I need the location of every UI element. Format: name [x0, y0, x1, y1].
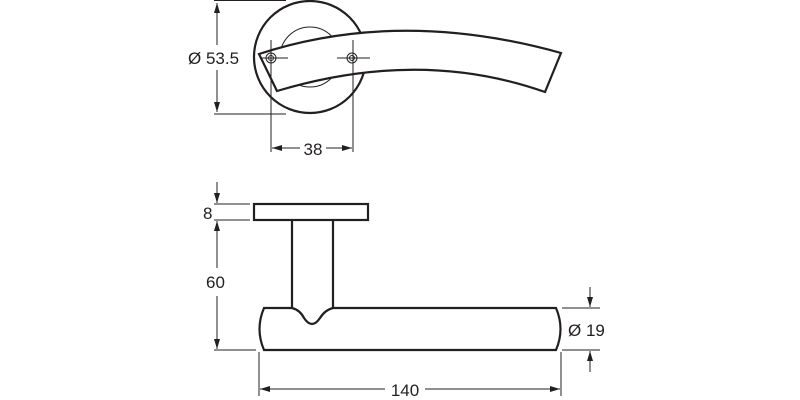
- top-view: Ø 53.5 38: [188, 0, 563, 159]
- stem-and-lever-side: [258, 220, 562, 352]
- side-view: 8 60 Ø 19 140: [203, 182, 605, 400]
- rose-side: [252, 202, 370, 222]
- projection-label: 60: [206, 273, 225, 292]
- lever-diameter-label: Ø 19: [568, 321, 605, 340]
- screw-spacing-dimension: [270, 40, 354, 152]
- lever-top-view: [257, 29, 563, 94]
- lever-length-label: 140: [391, 381, 419, 400]
- screw-spacing-label: 38: [304, 140, 323, 159]
- rose-thickness-label: 8: [203, 204, 212, 223]
- lever-length-dimension: [258, 352, 562, 396]
- rose-diameter-dimension: [214, 0, 286, 115]
- rose-diameter-label: Ø 53.5: [188, 49, 239, 68]
- height-dimensions: [214, 182, 256, 351]
- lever-diameter-dimension: [562, 287, 600, 372]
